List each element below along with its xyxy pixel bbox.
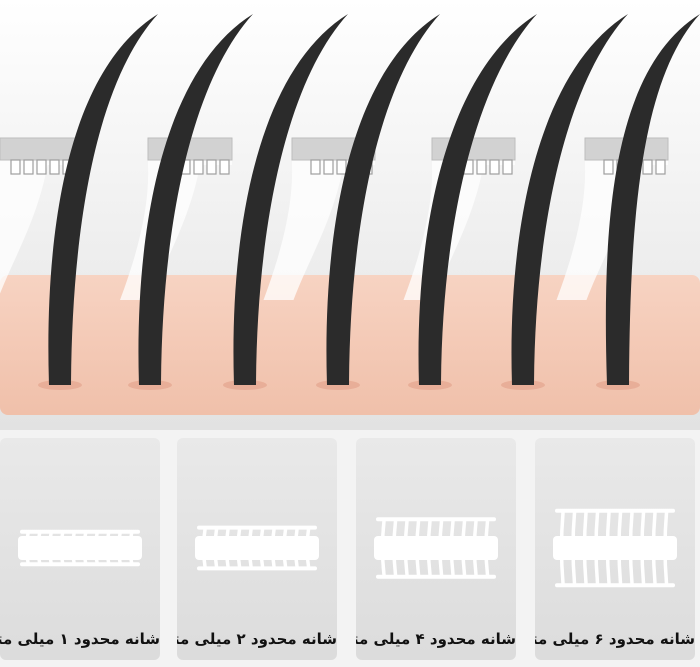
comb-tooth xyxy=(449,519,455,577)
comb-6mm-icon xyxy=(553,508,677,588)
comb-tooth xyxy=(59,532,65,564)
comb-tooth xyxy=(105,532,111,564)
comb-tooth xyxy=(116,532,122,564)
comb-4mm-icon xyxy=(374,517,498,579)
comb-tooth xyxy=(663,511,669,585)
comb-rail xyxy=(376,517,496,522)
comb-rail xyxy=(555,508,675,513)
comb-tooth xyxy=(603,159,614,175)
comb-tooth xyxy=(128,532,134,564)
comb-tooth xyxy=(10,159,21,175)
comb-tooth xyxy=(23,159,34,175)
comb-tooth xyxy=(201,527,207,569)
comb-tooth xyxy=(582,511,588,585)
comb-tooth xyxy=(403,519,409,577)
comb-tooth xyxy=(282,527,288,569)
comb-tooth xyxy=(651,511,657,585)
comb-panel-4mm: شانه محدود ۴ میلی متر xyxy=(356,438,516,660)
comb-tooth xyxy=(310,159,321,175)
comb-tooth xyxy=(93,532,99,564)
comb-tooth xyxy=(559,511,565,585)
comb-guard-shape xyxy=(0,138,75,294)
comb-6mm-label: شانه محدود ۶ میلی متر xyxy=(535,630,695,648)
hair-strand xyxy=(418,14,537,385)
comb-tooth xyxy=(36,159,47,175)
comb-tooth xyxy=(392,519,398,577)
comb-rail xyxy=(20,562,140,567)
comb-tooth xyxy=(305,527,311,569)
comb-rail xyxy=(20,529,140,534)
hair-strand xyxy=(605,14,700,385)
comb-tooth xyxy=(247,527,253,569)
comb-tooth xyxy=(259,527,265,569)
hair-strand xyxy=(233,14,348,385)
comb-tooth xyxy=(323,159,334,175)
comb-1mm-icon xyxy=(18,529,142,567)
comb-tooth xyxy=(380,519,386,577)
hair-strand xyxy=(326,14,440,385)
comb-4mm-label: شانه محدود ۴ میلی متر xyxy=(356,630,516,648)
comb-tooth xyxy=(236,527,242,569)
comb-tooth xyxy=(82,532,88,564)
comb-tooth xyxy=(336,159,347,175)
comb-tooth xyxy=(224,527,230,569)
comb-tooth xyxy=(640,511,646,585)
comb-tooth xyxy=(206,159,217,175)
comb-tooth xyxy=(571,511,577,585)
comb-tooth xyxy=(605,511,611,585)
comb-tooth xyxy=(484,519,490,577)
comb-rail xyxy=(555,583,675,588)
comb-rail xyxy=(197,566,317,571)
comb-tooth xyxy=(655,159,666,175)
hair-strand xyxy=(511,14,628,385)
comb-tooth xyxy=(24,532,30,564)
comb-tooth xyxy=(642,159,653,175)
comb-tooth xyxy=(36,532,42,564)
comb-rail xyxy=(376,574,496,579)
comb-1mm-label: شانه محدود ۱ میلی متر xyxy=(0,630,160,648)
comb-bar xyxy=(0,137,76,161)
comb-tooth xyxy=(293,527,299,569)
comb-tooth xyxy=(426,519,432,577)
comb-tooth xyxy=(47,532,53,564)
comb-tooth xyxy=(219,159,230,175)
comb-tooth xyxy=(438,519,444,577)
comb-panel-1mm: شانه محدود ۱ میلی متر xyxy=(0,438,160,660)
comb-tooth xyxy=(617,511,623,585)
comb-rail xyxy=(197,525,317,530)
hair-strand xyxy=(138,14,253,385)
comb-2mm-icon xyxy=(195,525,319,571)
comb-tooth xyxy=(628,511,634,585)
comb-tooth xyxy=(193,159,204,175)
comb-panel-6mm: شانه محدود ۶ میلی متر xyxy=(535,438,695,660)
comb-tooth xyxy=(213,527,219,569)
comb-tooth xyxy=(49,159,60,175)
hair-trimming-illustration xyxy=(0,0,700,430)
comb-tooth xyxy=(476,159,487,175)
comb-tooth xyxy=(461,519,467,577)
comb-tooth xyxy=(415,519,421,577)
comb-tooth xyxy=(502,159,513,175)
comb-tooth xyxy=(270,527,276,569)
hair-strand xyxy=(48,14,158,385)
comb-tooth xyxy=(70,532,76,564)
comb-2mm-label: شانه محدود ۲ میلی متر xyxy=(177,630,337,648)
comb-tooth xyxy=(594,511,600,585)
comb-tooth xyxy=(472,519,478,577)
comb-panel-2mm: شانه محدود ۲ میلی متر xyxy=(177,438,337,660)
comb-tooth xyxy=(489,159,500,175)
comb-guard-shape xyxy=(263,138,375,300)
